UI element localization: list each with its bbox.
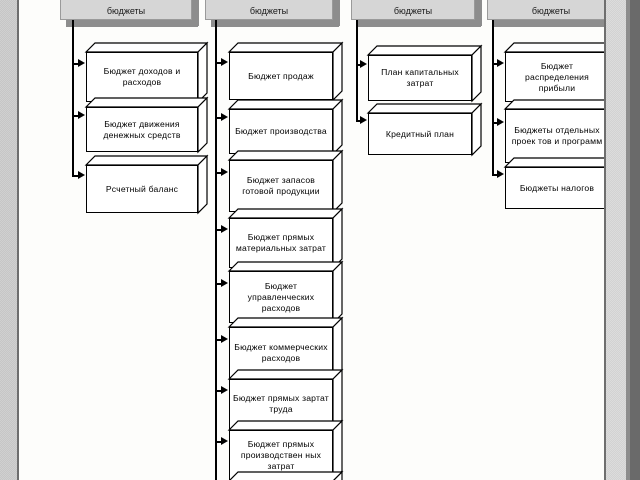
node-col4-2[interactable]: Бюджеты отдельных проек тов и программ bbox=[503, 99, 604, 163]
arrow-head-col2-6 bbox=[221, 335, 228, 343]
header-box-2: бюджеты bbox=[205, 0, 333, 20]
node-col4-3[interactable]: Бюджеты налогов bbox=[503, 157, 604, 209]
node-label: Бюджет производства bbox=[229, 109, 333, 154]
connector-stub-col1-2 bbox=[72, 115, 79, 118]
connector-stub-col4-3 bbox=[492, 174, 498, 177]
node-col1-2[interactable]: Бюджет движения денежных средств bbox=[84, 96, 209, 154]
connector-stub-col4-2 bbox=[492, 122, 498, 125]
arrow-head-col4-3 bbox=[497, 170, 504, 178]
node-label: Бюджет запасов готовой продукции bbox=[229, 160, 333, 212]
connector-stub-col2-4 bbox=[215, 229, 222, 232]
arrow-head-col2-8 bbox=[221, 437, 228, 445]
arrow-head-col2-7 bbox=[221, 386, 228, 394]
arrow-head-col3-2 bbox=[360, 116, 367, 124]
node-label: Рсчетный баланс bbox=[86, 165, 198, 213]
node-label: Бюджет доходов и расходов bbox=[86, 52, 198, 102]
arrow-head-col4-1 bbox=[497, 59, 504, 67]
scrollbar-track[interactable] bbox=[606, 0, 626, 480]
connector-stub-col2-2 bbox=[215, 117, 222, 120]
node-3d-extrusion bbox=[229, 470, 344, 480]
node-col2-5[interactable]: Бюджет управленческих расходов bbox=[227, 260, 344, 325]
header-box-shadow-right-2 bbox=[333, 0, 340, 26]
node-col2-4[interactable]: Бюджет прямых материальных затрат bbox=[227, 207, 344, 270]
header-box-3: бюджеты bbox=[351, 0, 475, 20]
node-col2-2[interactable]: Бюджет производства bbox=[227, 98, 344, 156]
header-box-label: бюджеты bbox=[249, 6, 289, 16]
node-label: Бюджеты отдельных проек тов и программ bbox=[505, 109, 604, 163]
node-col3-2[interactable]: Кредитный план bbox=[366, 102, 483, 157]
node-label: Бюджет прямых материальных затрат bbox=[229, 218, 333, 268]
header-box-1: бюджеты bbox=[60, 0, 192, 20]
node-label: Кредитный план bbox=[368, 113, 472, 155]
connector-stub-col1-1 bbox=[72, 63, 79, 66]
arrow-head-col3-1 bbox=[360, 60, 367, 68]
node-col4-1[interactable]: Бюджет распределения прибыли bbox=[503, 42, 604, 102]
node-col2-3[interactable]: Бюджет запасов готовой продукции bbox=[227, 149, 344, 214]
connector-stub-col2-1 bbox=[215, 62, 222, 65]
connector-stub-col2-5 bbox=[215, 283, 222, 286]
node-col3-1[interactable]: План капитальных затрат bbox=[366, 44, 483, 103]
node-col1-1[interactable]: Бюджет доходов и расходов bbox=[84, 41, 209, 104]
header-box-shadow-1 bbox=[66, 20, 198, 27]
arrow-head-col4-2 bbox=[497, 118, 504, 126]
header-box-label: бюджеты bbox=[531, 6, 571, 16]
connector-stub-col2-8 bbox=[215, 441, 222, 444]
right-chrome-strip bbox=[630, 0, 640, 480]
node-label: Бюджет движения денежных средств bbox=[86, 107, 198, 152]
node-3d-extrusion bbox=[366, 44, 483, 103]
connector-stub-col4-1 bbox=[492, 63, 498, 66]
arrow-head-col2-1 bbox=[221, 58, 228, 66]
node-3d-extrusion bbox=[227, 419, 344, 480]
connector-spine-col3 bbox=[356, 20, 359, 121]
connector-stub-col3-2 bbox=[356, 120, 361, 123]
arrow-head-col2-5 bbox=[221, 279, 228, 287]
connector-spine-col4 bbox=[492, 20, 495, 175]
arrow-head-col2-3 bbox=[221, 168, 228, 176]
header-box-shadow-right-3 bbox=[475, 0, 482, 26]
header-box-shadow-2 bbox=[211, 20, 339, 27]
right-chrome-edge bbox=[604, 0, 606, 480]
node-col1-3[interactable]: Рсчетный баланс bbox=[84, 154, 209, 215]
connector-stub-col3-1 bbox=[356, 64, 361, 67]
node-col2-9[interactable] bbox=[229, 470, 344, 480]
arrow-head-col2-4 bbox=[221, 225, 228, 233]
node-label: План капитальных затрат bbox=[368, 55, 472, 101]
header-box-4: бюджеты bbox=[487, 0, 604, 20]
node-3d-extrusion bbox=[227, 316, 344, 381]
connector-stub-col2-6 bbox=[215, 339, 222, 342]
scrollbar-edge bbox=[626, 0, 630, 480]
arrow-head-col1-2 bbox=[78, 111, 85, 119]
node-label: Бюджет управленческих расходов bbox=[229, 271, 333, 323]
node-3d-extrusion bbox=[227, 260, 344, 325]
node-3d-extrusion bbox=[227, 207, 344, 270]
left-chrome-strip bbox=[0, 0, 17, 480]
connector-spine-col1 bbox=[72, 20, 75, 176]
node-3d-extrusion bbox=[227, 368, 344, 431]
arrow-head-col2-2 bbox=[221, 113, 228, 121]
arrow-head-col1-3 bbox=[78, 171, 85, 179]
connector-stub-col2-3 bbox=[215, 172, 222, 175]
node-label: Бюджеты налогов bbox=[505, 167, 604, 209]
node-col2-1[interactable]: Бюджет продаж bbox=[227, 41, 344, 102]
node-3d-extrusion bbox=[84, 41, 209, 104]
header-box-label: бюджеты bbox=[393, 6, 433, 16]
connector-spine-col2 bbox=[215, 20, 218, 480]
header-box-shadow-3 bbox=[357, 20, 481, 27]
node-label: Бюджет распределения прибыли bbox=[505, 52, 604, 102]
connector-stub-col1-3 bbox=[72, 175, 79, 178]
header-box-shadow-right-1 bbox=[192, 0, 199, 26]
node-3d-extrusion bbox=[227, 98, 344, 156]
left-chrome-edge bbox=[17, 0, 19, 480]
node-label: Бюджет продаж bbox=[229, 52, 333, 100]
arrow-head-col1-1 bbox=[78, 59, 85, 67]
header-box-shadow-4 bbox=[493, 20, 604, 27]
header-box-label: бюджеты bbox=[106, 6, 146, 16]
node-3d-extrusion bbox=[227, 149, 344, 214]
connector-stub-col2-7 bbox=[215, 390, 222, 393]
node-3d-extrusion bbox=[84, 154, 209, 215]
